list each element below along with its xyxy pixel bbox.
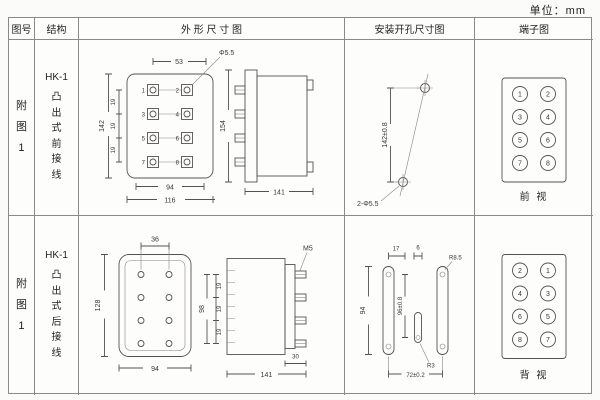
row1-install-cell: 142±0.8 2-Φ5.5: [345, 40, 475, 216]
dim-pitch1-label: 19: [111, 98, 117, 105]
row1-terminal-diagram: 1 2 3 4 5 6 7 8 前 视: [501, 77, 567, 203]
dim-bottom-inner-label: 94: [166, 185, 174, 192]
dim-pitch2-label: 19: [217, 305, 223, 312]
row2-outline-drawing: 36 128 94 19 19 19 98: [95, 237, 313, 380]
header-install-dims: 安装开孔尺寸图: [345, 18, 475, 40]
row1-install-drawing: 142±0.8 2-Φ5.5: [357, 73, 433, 208]
term-6: 6: [518, 314, 522, 321]
row1-fig-cell: 附图1: [9, 40, 35, 216]
row2-struct-cell: HK-1 凸出式后接线: [35, 216, 79, 395]
dim-top-width-label: 53: [175, 59, 183, 66]
term-3: 3: [546, 291, 550, 298]
terminal-num-1: 1: [142, 89, 146, 95]
unit-label: 单位：mm: [529, 5, 586, 17]
dim-top-width-label: 36: [151, 237, 159, 244]
terminal-num-8: 8: [176, 161, 180, 167]
term-2: 2: [518, 268, 522, 275]
dim-top-mid-label: 6: [416, 246, 420, 252]
term-1: 1: [518, 92, 522, 99]
dim-mid-height-label: 96±0.8: [398, 296, 404, 315]
dim-bottom-total-label: 116: [164, 198, 175, 205]
term-3: 3: [518, 115, 522, 122]
header-terminal-diagram: 端子图: [475, 18, 593, 40]
hole-callout-label: 2-Φ5.5: [357, 201, 379, 208]
row2-fig-no: 附图1: [15, 278, 27, 332]
term-7: 7: [546, 337, 550, 344]
terminal-num-6: 6: [176, 137, 180, 143]
terminal-block-outline: [501, 77, 567, 183]
dim-pitch1-label: 19: [217, 282, 223, 289]
mounting-slots: [382, 266, 449, 355]
terminal-num-5: 5: [142, 137, 146, 143]
term-5: 5: [518, 138, 522, 145]
term-8: 8: [546, 161, 550, 168]
dim-side-depth-label: 141: [273, 190, 285, 197]
row1-model-label: HK-1: [45, 72, 68, 83]
row2-outline-cell: 36 128 94 19 19 19 98: [79, 216, 345, 395]
row1-fig-no: 附图1: [15, 100, 27, 154]
screw-label: M5: [303, 246, 313, 253]
dim-height-label: 128: [95, 300, 102, 312]
term-4: 4: [546, 115, 550, 122]
term-5: 5: [546, 314, 550, 321]
terminal-circles: 1 2 3 4 5 6 7 8: [512, 86, 556, 171]
terminal-num-3: 3: [142, 113, 146, 119]
relay-side-view: [225, 69, 314, 183]
row1-struct-cell: HK-1 凸出式前接线: [35, 40, 79, 216]
term-8: 8: [518, 337, 522, 344]
row2-terminal-diagram: 2 1 4 3 6 5 8 7 背 视: [501, 254, 567, 382]
header-structure: 结构: [35, 18, 79, 40]
row2-install-cell: 17 6 R8.5 94 96±0.8 R3 72±0.2: [345, 216, 475, 395]
dim-slot-height-label: 94: [360, 307, 367, 315]
dim-side-depth-label: 141: [261, 372, 273, 379]
terminal-num-4: 4: [176, 113, 180, 119]
terminal-num-7: 7: [142, 161, 146, 167]
row1-structure-type: 凸出式前接线: [51, 92, 62, 181]
relay-side-view-rear: [226, 258, 307, 355]
dim-hole-label: Φ5.5: [219, 50, 234, 57]
dim-stud-bottom-label: 30: [292, 355, 299, 361]
dim-width-label: 72±0.2: [406, 373, 425, 379]
relay-rear-outline: [118, 254, 192, 357]
terminal-num-2: 2: [176, 89, 180, 95]
header-outline-dims: 外 形 尺 寸 图: [79, 18, 345, 40]
term-1: 1: [546, 268, 550, 275]
dim-hole-spacing-label: 142±0.8: [382, 122, 389, 147]
term-7: 7: [518, 161, 522, 168]
rear-holes: [137, 271, 173, 347]
terminal-block-outline: [501, 254, 567, 359]
row1-outline-cell: 1 2 3 4 5 6 7 8 53 Φ5.5 142: [79, 40, 345, 216]
row2-fig-cell: 附图1: [9, 216, 35, 395]
dim-side-height-label: 154: [220, 120, 227, 132]
radius-mid-label: R3: [427, 364, 435, 370]
terminal-circles: 2 1 4 3 6 5 8 7: [512, 262, 556, 348]
mounting-holes: [395, 73, 433, 197]
dim-top-left-label: 17: [393, 247, 400, 253]
dim-pitch3-label: 19: [217, 328, 223, 335]
dim-bottom-label: 94: [151, 366, 159, 373]
row2-terminal-cell: 2 1 4 3 6 5 8 7 背 视: [475, 216, 593, 395]
dim-stud-height-label: 98: [199, 305, 206, 313]
view-label-rear: 背 视: [520, 369, 549, 382]
term-4: 4: [518, 291, 522, 298]
dim-height-label: 142: [99, 120, 106, 132]
row2-structure-type: 凸出式后接线: [51, 270, 62, 359]
view-label-front: 前 视: [520, 190, 549, 203]
row2-install-drawing: 17 6 R8.5 94 96±0.8 R3 72±0.2: [360, 246, 462, 380]
dimensions-table: 图号 结构 外 形 尺 寸 图 安装开孔尺寸图 端子图 附图1 HK-1 凸出式…: [8, 17, 593, 395]
term-2: 2: [546, 92, 550, 99]
row2-model-label: HK-1: [45, 250, 68, 261]
row1-terminal-cell: 1 2 3 4 5 6 7 8 前 视: [475, 40, 593, 216]
front-terminals: 1 2 3 4 5 6 7 8: [142, 84, 193, 168]
dim-pitch3-label: 19: [111, 146, 117, 153]
row1-outline-drawing: 1 2 3 4 5 6 7 8 53 Φ5.5 142: [99, 50, 314, 205]
term-6: 6: [546, 138, 550, 145]
dim-pitch2-label: 19: [111, 122, 117, 129]
radius-slot-label: R8.5: [449, 256, 462, 262]
header-fig-no: 图号: [9, 18, 35, 40]
relay-front-outline: [126, 73, 214, 179]
